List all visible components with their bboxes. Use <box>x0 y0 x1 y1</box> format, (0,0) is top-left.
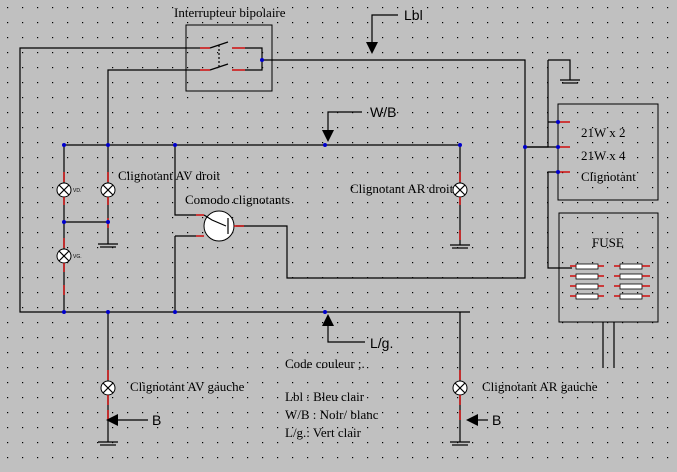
bipolar-switch <box>185 24 273 92</box>
legend-line-lbl: Lbl : Bleu clair <box>285 389 365 404</box>
fuse-box <box>558 212 659 323</box>
lamp-ar-droit-icon <box>452 172 468 205</box>
label-vg: VG. <box>73 254 82 260</box>
box-label-21wx4: 21W x 4 <box>581 148 626 163</box>
fuse-icon <box>570 263 650 300</box>
wire-label-lg: L/g. <box>370 335 393 351</box>
ground-symbols <box>98 79 580 446</box>
switch-title: Interrupteur bipolaire <box>174 5 286 20</box>
lamp-vg-icon <box>56 238 72 272</box>
arrow-left-icon <box>466 414 488 426</box>
ground-icon <box>450 420 470 446</box>
junction-nodes <box>62 58 560 314</box>
ground-icon <box>450 240 470 249</box>
label-comodo: Comodo clignotants <box>185 192 290 207</box>
arrow-down-icon <box>366 14 398 54</box>
wire-label-wb: W/B <box>370 104 396 120</box>
arrow-up-icon <box>322 314 365 343</box>
arrows <box>106 14 488 426</box>
label-clign-av-droit: Clignotant AV droit <box>118 168 220 183</box>
label-clign-av-gauche: Clignotant AV gauche <box>130 379 245 394</box>
label-b-right: B <box>492 412 501 428</box>
ground-icon <box>98 420 118 446</box>
comodo-flasher <box>196 210 244 242</box>
lamp-vd-icon <box>56 172 72 205</box>
arrow-left-icon <box>106 414 148 426</box>
ground-icon <box>560 79 580 84</box>
wire-label-lbl: Lbl <box>404 7 423 23</box>
box-label-21wx2: 21W x 2 <box>581 125 626 140</box>
fuse-label: FUSE <box>592 235 624 250</box>
label-clign-ar-gauche: Clignotant AR gauche <box>482 379 598 394</box>
label-b-left: B <box>152 412 161 428</box>
lamp-ar-gauche-icon <box>452 370 468 405</box>
lamp-av-gauche-icon <box>100 370 116 405</box>
lamp-av-droit-icon <box>100 172 116 205</box>
arrow-down-icon <box>322 111 362 142</box>
label-vd: VD. <box>73 188 81 194</box>
main-wires <box>19 47 615 420</box>
legend-title: Code couleur ;. <box>285 356 365 371</box>
label-clign-ar-droit: Clignotant AR droit <box>350 181 454 196</box>
lamps <box>56 172 468 420</box>
legend-line-lg: L/g.: Vert clair <box>285 425 362 440</box>
box-label-clignotant: Clignotant <box>581 169 636 184</box>
legend-line-wb: W/B : Noir/ blanc <box>285 407 379 422</box>
